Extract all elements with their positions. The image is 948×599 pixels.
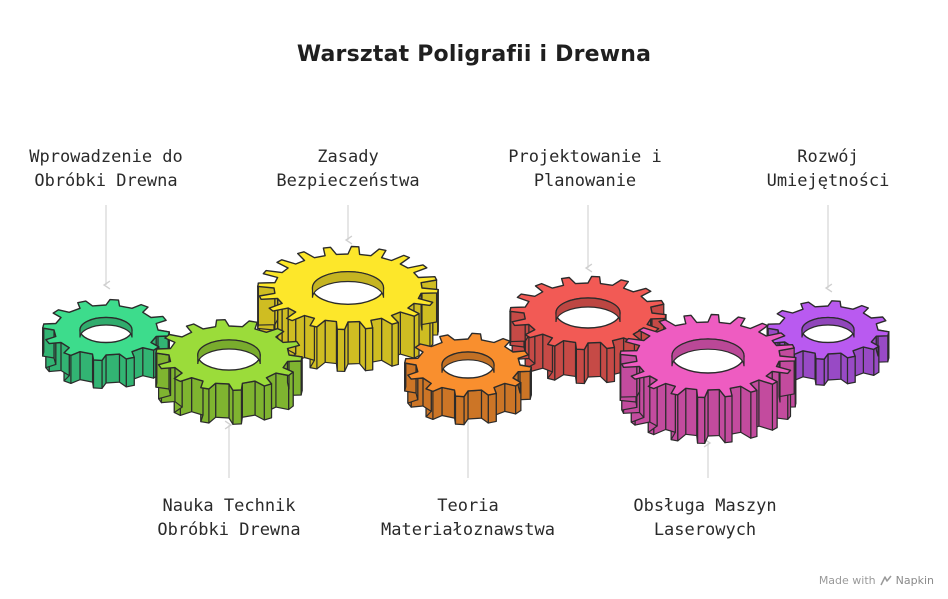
gear-materials xyxy=(404,332,532,426)
gear-laser xyxy=(619,313,797,445)
gear-techniques xyxy=(155,319,303,425)
gear-safety xyxy=(257,245,439,373)
diagram-title: Warsztat Poligrafii i Drewna xyxy=(296,42,652,67)
gear-intro xyxy=(42,298,170,390)
napkin-brand-text: Napkin xyxy=(895,574,934,587)
footer: Made with Napkin xyxy=(819,574,934,587)
made-with-text: Made with xyxy=(818,574,876,587)
napkin-logo-icon xyxy=(879,575,892,585)
